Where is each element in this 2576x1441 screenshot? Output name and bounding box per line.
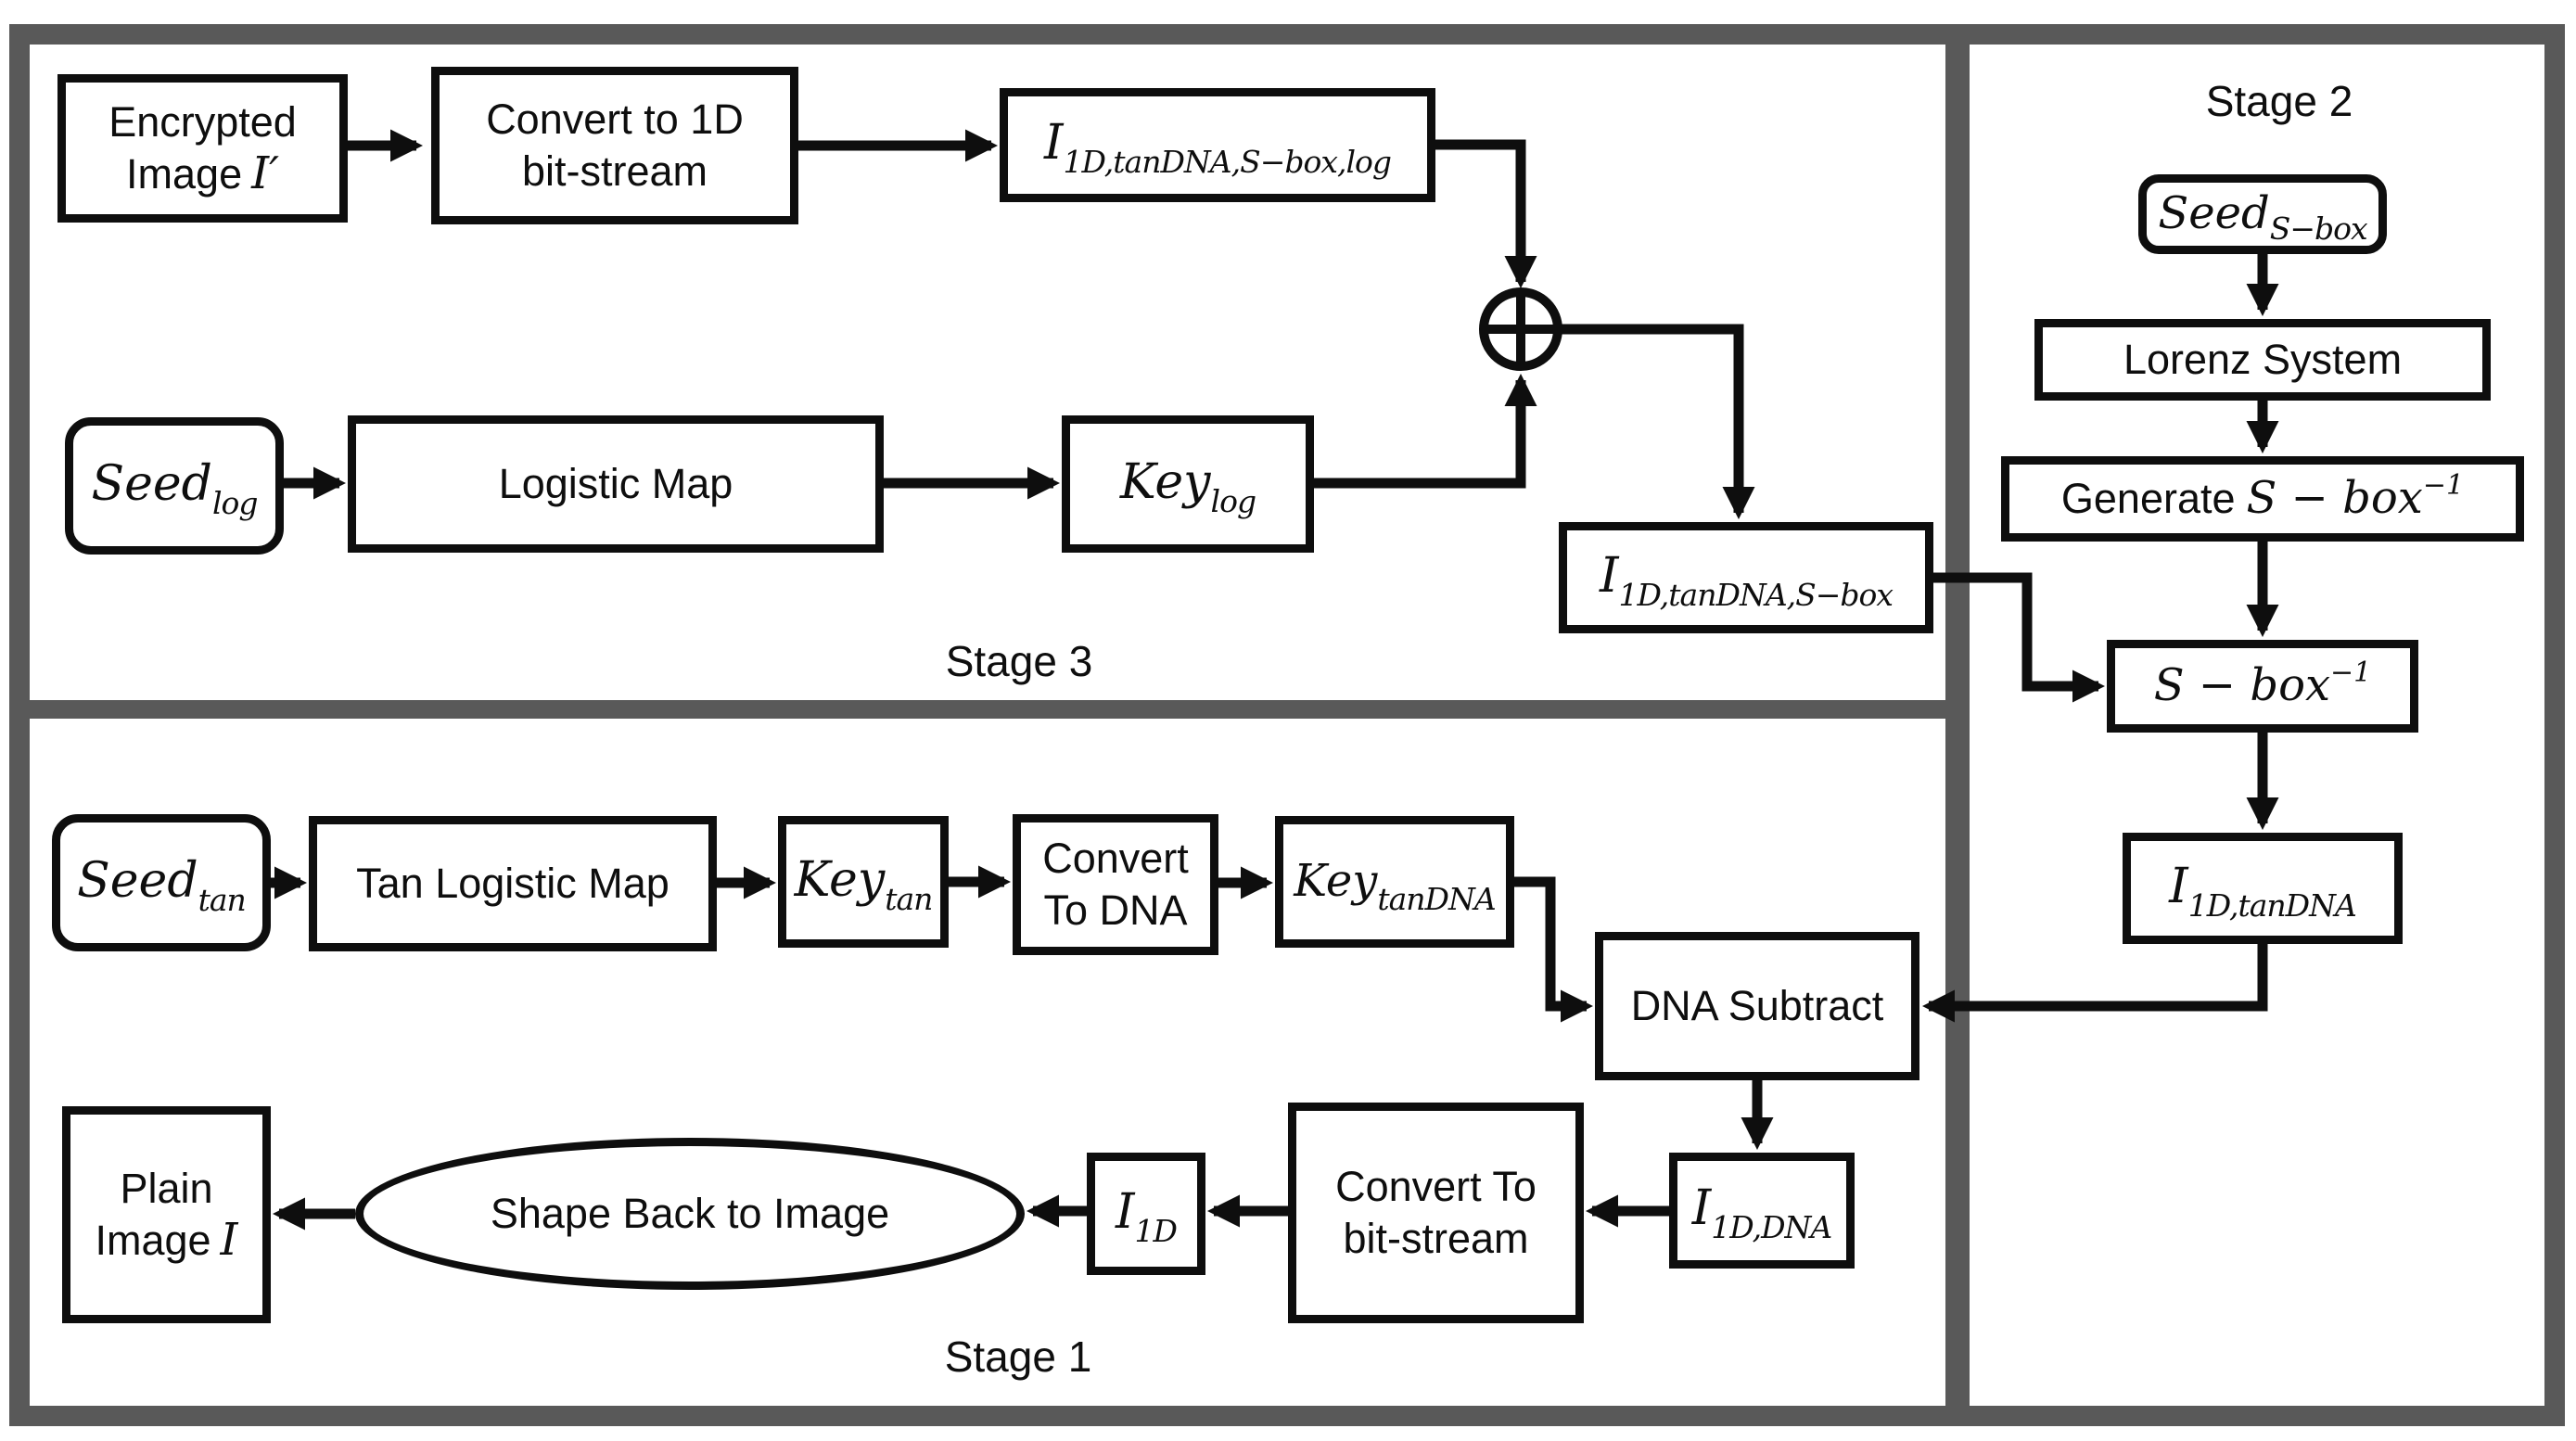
- sbox-inverse-box: S − box−1: [2107, 640, 2418, 733]
- convert-to-1d-box: Convert to 1D bit-stream: [431, 67, 798, 224]
- vertical-divider: [1945, 24, 1970, 1426]
- key-tan-box: Keytan: [778, 816, 949, 948]
- outer-frame: [9, 24, 2565, 1426]
- stage3-label: Stage 3: [945, 637, 1093, 685]
- stage1-label: Stage 1: [944, 1333, 1092, 1381]
- tan-logistic-map-box: Tan Logistic Map: [309, 816, 717, 951]
- horizontal-divider: [9, 700, 1970, 719]
- key-log-box: Keylog: [1062, 415, 1314, 553]
- i-1d-tandna-sbox-log-box: I1D,tanDNA,S−box,log: [1000, 88, 1435, 202]
- lorenz-system-box: Lorenz System: [2034, 319, 2491, 401]
- i-1d-box: I1D: [1087, 1153, 1205, 1275]
- i-1d-tandna-box: I1D,tanDNA: [2123, 833, 2403, 944]
- stage2-label: Stage 2: [2205, 77, 2353, 125]
- i-1d-tandna-sbox-box: I1D,tanDNA,S−box: [1559, 522, 1933, 633]
- convert-to-dna-box: Convert To DNA: [1013, 814, 1218, 955]
- key-tandna-box: KeytanDNA: [1275, 816, 1514, 948]
- seed-tan-box: Seedtan: [52, 814, 271, 951]
- dna-subtract-box: DNA Subtract: [1595, 932, 1919, 1080]
- i-1d-dna-box: I1D,DNA: [1669, 1153, 1855, 1269]
- logistic-map-box: Logistic Map: [348, 415, 884, 553]
- seed-log-box: Seedlog: [65, 417, 284, 555]
- shape-back-ellipse: Shape Back to Image: [355, 1138, 1025, 1290]
- convert-to-bitstream-box: Convert To bit-stream: [1288, 1103, 1584, 1323]
- seed-sbox-box: SeedS−box: [2138, 174, 2387, 254]
